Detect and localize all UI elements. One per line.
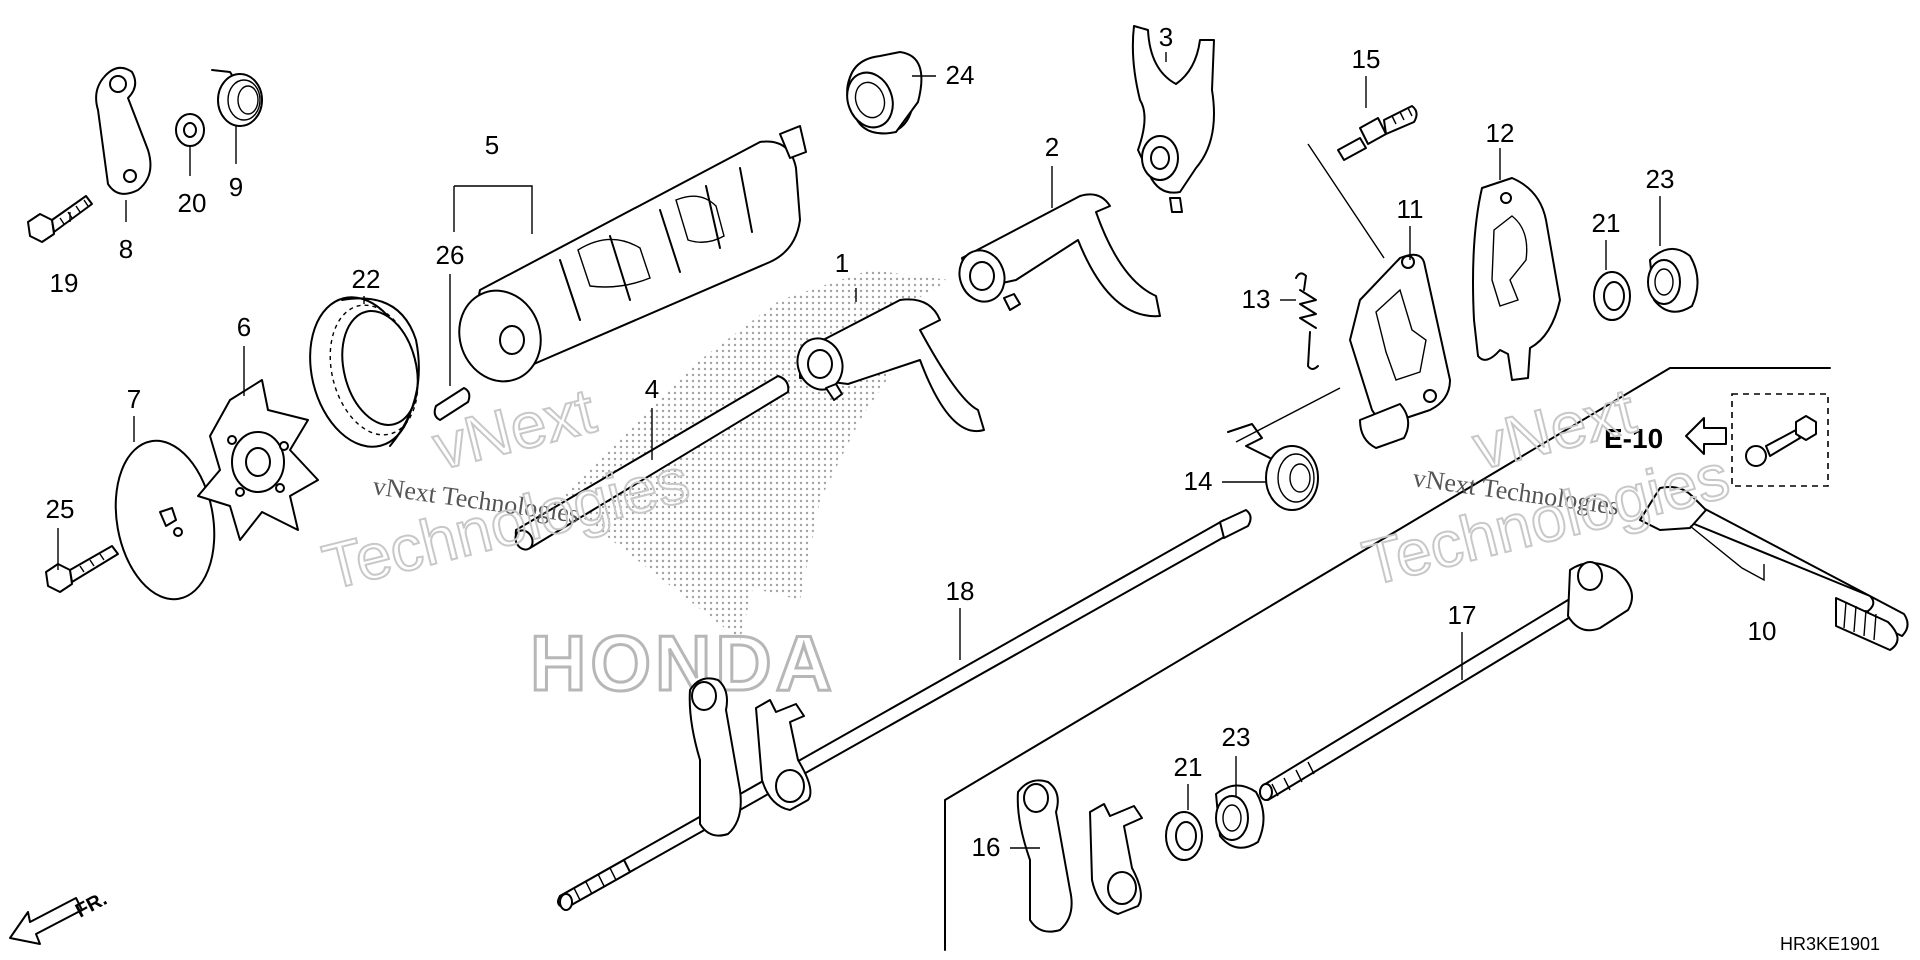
- callout-8: 8: [119, 234, 133, 264]
- part-bearing-24: [846, 51, 923, 135]
- ref-inset-box: [1731, 393, 1829, 487]
- part-shaft-4: [514, 375, 790, 551]
- part-pin-26: [433, 387, 471, 421]
- part-bearing-23-bottom: [1215, 784, 1265, 849]
- watermark-left-line1: vNext: [426, 374, 602, 483]
- callout-19: 19: [50, 268, 79, 298]
- callout-18: 18: [946, 576, 975, 606]
- part-bearing-22: [309, 296, 420, 448]
- honda-logo-text: HONDA: [530, 619, 836, 707]
- part-arm-18b: [755, 699, 812, 811]
- callout-11: 11: [1397, 194, 1424, 224]
- ref-label: E-10: [1604, 423, 1663, 454]
- callout-23: 23: [1646, 164, 1675, 194]
- part-shaft-17: [1259, 561, 1633, 801]
- callout-14: 14: [1184, 466, 1213, 496]
- part-star-cam-6: [197, 379, 319, 541]
- callout-13: 13: [1242, 284, 1271, 314]
- callout-4: 4: [645, 374, 659, 404]
- callout-1: 1: [835, 248, 849, 278]
- part-spring-9: [211, 69, 263, 127]
- callout-21: 21: [1592, 208, 1621, 238]
- diagram-code: HR3KE1901: [1780, 934, 1880, 954]
- callout-26: 26: [436, 240, 465, 270]
- part-arm-16: [1016, 779, 1143, 933]
- callout-2: 2: [1045, 132, 1059, 162]
- part-plate-7: [114, 439, 216, 601]
- callout-23-bottom: 23: [1222, 722, 1251, 752]
- callout-12: 12: [1486, 118, 1515, 148]
- ref-arrow-icon: [1685, 417, 1727, 455]
- part-bearing-23-top: [1647, 248, 1699, 313]
- callout-10: 10: [1748, 616, 1777, 646]
- callout-20: 20: [178, 188, 207, 218]
- front-arrow-icon: FR.: [9, 888, 111, 945]
- part-fork-3: [1131, 25, 1215, 213]
- part-fork-2: [958, 193, 1161, 318]
- front-label: FR.: [72, 888, 111, 923]
- callout-21-bottom: 21: [1174, 752, 1203, 782]
- honda-logo-watermark: HONDA: [529, 270, 950, 709]
- part-bolt-25: [45, 545, 119, 593]
- callout-9: 9: [229, 172, 243, 202]
- part-bolt-19: [27, 195, 93, 243]
- callout-24: 24: [946, 60, 975, 90]
- part-washer-21-bottom: [1165, 811, 1203, 861]
- part-spring-13: [1295, 272, 1319, 370]
- part-arm-18a: [688, 677, 742, 837]
- part-shaft-10: [1639, 486, 1909, 651]
- callout-3: 3: [1159, 22, 1173, 52]
- part-spring-14: [1227, 423, 1319, 511]
- part-washer-20: [175, 113, 205, 147]
- leader-lines: [57, 52, 1765, 849]
- callout-15: 15: [1352, 44, 1381, 74]
- callout-5: 5: [485, 130, 499, 160]
- callout-22: 22: [352, 264, 381, 294]
- callout-16: 16: [972, 832, 1001, 862]
- part-washer-21-top: [1593, 271, 1631, 321]
- callout-labels: 1 2 3 4 5 6 7 8 9 10 11 12 13 14 15 16 1…: [46, 22, 1777, 862]
- part-plate-11: [1349, 253, 1451, 449]
- callout-6: 6: [237, 312, 251, 342]
- callout-7: 7: [127, 384, 141, 414]
- part-pin-15: [1337, 105, 1418, 161]
- part-plate-12: [1472, 177, 1561, 381]
- part-fork-1: [796, 298, 985, 433]
- part-shift-drum-5: [458, 125, 807, 383]
- callout-17: 17: [1448, 600, 1477, 630]
- part-stopper-arm-8: [95, 66, 152, 195]
- callout-25: 25: [46, 494, 75, 524]
- section-divider: [944, 367, 1831, 951]
